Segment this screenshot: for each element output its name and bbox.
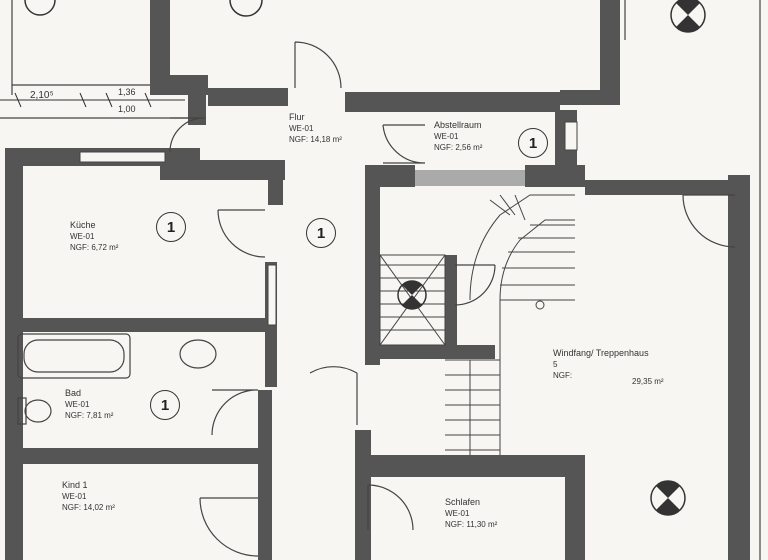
room-flur: Flur WE-01 NGF: 14,18 m²	[289, 112, 342, 145]
room-name: Flur	[289, 112, 305, 122]
room-kind1: Kind 1 WE-01 NGF: 14,02 m²	[62, 480, 115, 513]
room-area: NGF: 14,02 m²	[62, 503, 115, 512]
room-badge-bad: 1	[150, 390, 180, 420]
top-partial-marks	[24, 0, 263, 17]
staircase	[379, 194, 575, 455]
room-code: WE-01	[70, 232, 95, 241]
room-area: NGF: 14,18 m²	[289, 135, 342, 144]
walls	[5, 0, 750, 560]
toilet	[17, 397, 52, 425]
room-code: 5	[553, 360, 558, 369]
room-area-windfang: 29,35 m²	[632, 377, 664, 386]
room-schlafen: Schlafen WE-01 NGF: 11,30 m²	[445, 497, 497, 530]
room-windfang: Windfang/ Treppenhaus 5 NGF:	[553, 348, 649, 381]
ceiling-lights	[397, 0, 706, 516]
room-area-label: NGF:	[553, 371, 573, 380]
room-name: Küche	[70, 220, 96, 230]
room-area: NGF: 7,81 m²	[65, 411, 114, 420]
bathtub	[17, 333, 131, 379]
room-name: Abstellraum	[434, 120, 482, 130]
room-code: WE-01	[62, 492, 87, 501]
room-area: NGF: 6,72 m²	[70, 243, 119, 252]
room-code: WE-01	[289, 124, 314, 133]
room-bad: Bad WE-01 NGF: 7,81 m²	[65, 388, 113, 421]
dimension-label-1: 2,10⁵	[30, 90, 54, 101]
dimension-line	[0, 92, 185, 108]
dimension-label-2-top: 1,36	[118, 87, 136, 97]
room-abstellraum: Abstellraum WE-01 NGF: 2,56 m²	[434, 120, 482, 153]
room-code: WE-01	[434, 132, 459, 141]
windows	[79, 121, 578, 326]
sink	[179, 339, 217, 369]
room-name: Windfang/ Treppenhaus	[553, 348, 649, 358]
room-area: NGF: 2,56 m²	[434, 143, 483, 152]
light-wall	[415, 170, 525, 186]
room-badge-abstellraum: 1	[518, 128, 548, 158]
room-code: WE-01	[445, 509, 470, 518]
room-code: WE-01	[65, 400, 90, 409]
room-area: NGF: 11,30 m²	[445, 520, 498, 529]
room-name: Bad	[65, 388, 82, 398]
room-badge-flur: 1	[306, 218, 336, 248]
room-badge-kueche: 1	[156, 212, 186, 242]
room-name: Schlafen	[445, 497, 481, 507]
room-name: Kind 1	[62, 480, 88, 490]
room-kueche: Küche WE-01 NGF: 6,72 m²	[70, 220, 118, 253]
doors	[169, 41, 736, 557]
dimension-label-2-bottom: 1,00	[118, 104, 136, 114]
